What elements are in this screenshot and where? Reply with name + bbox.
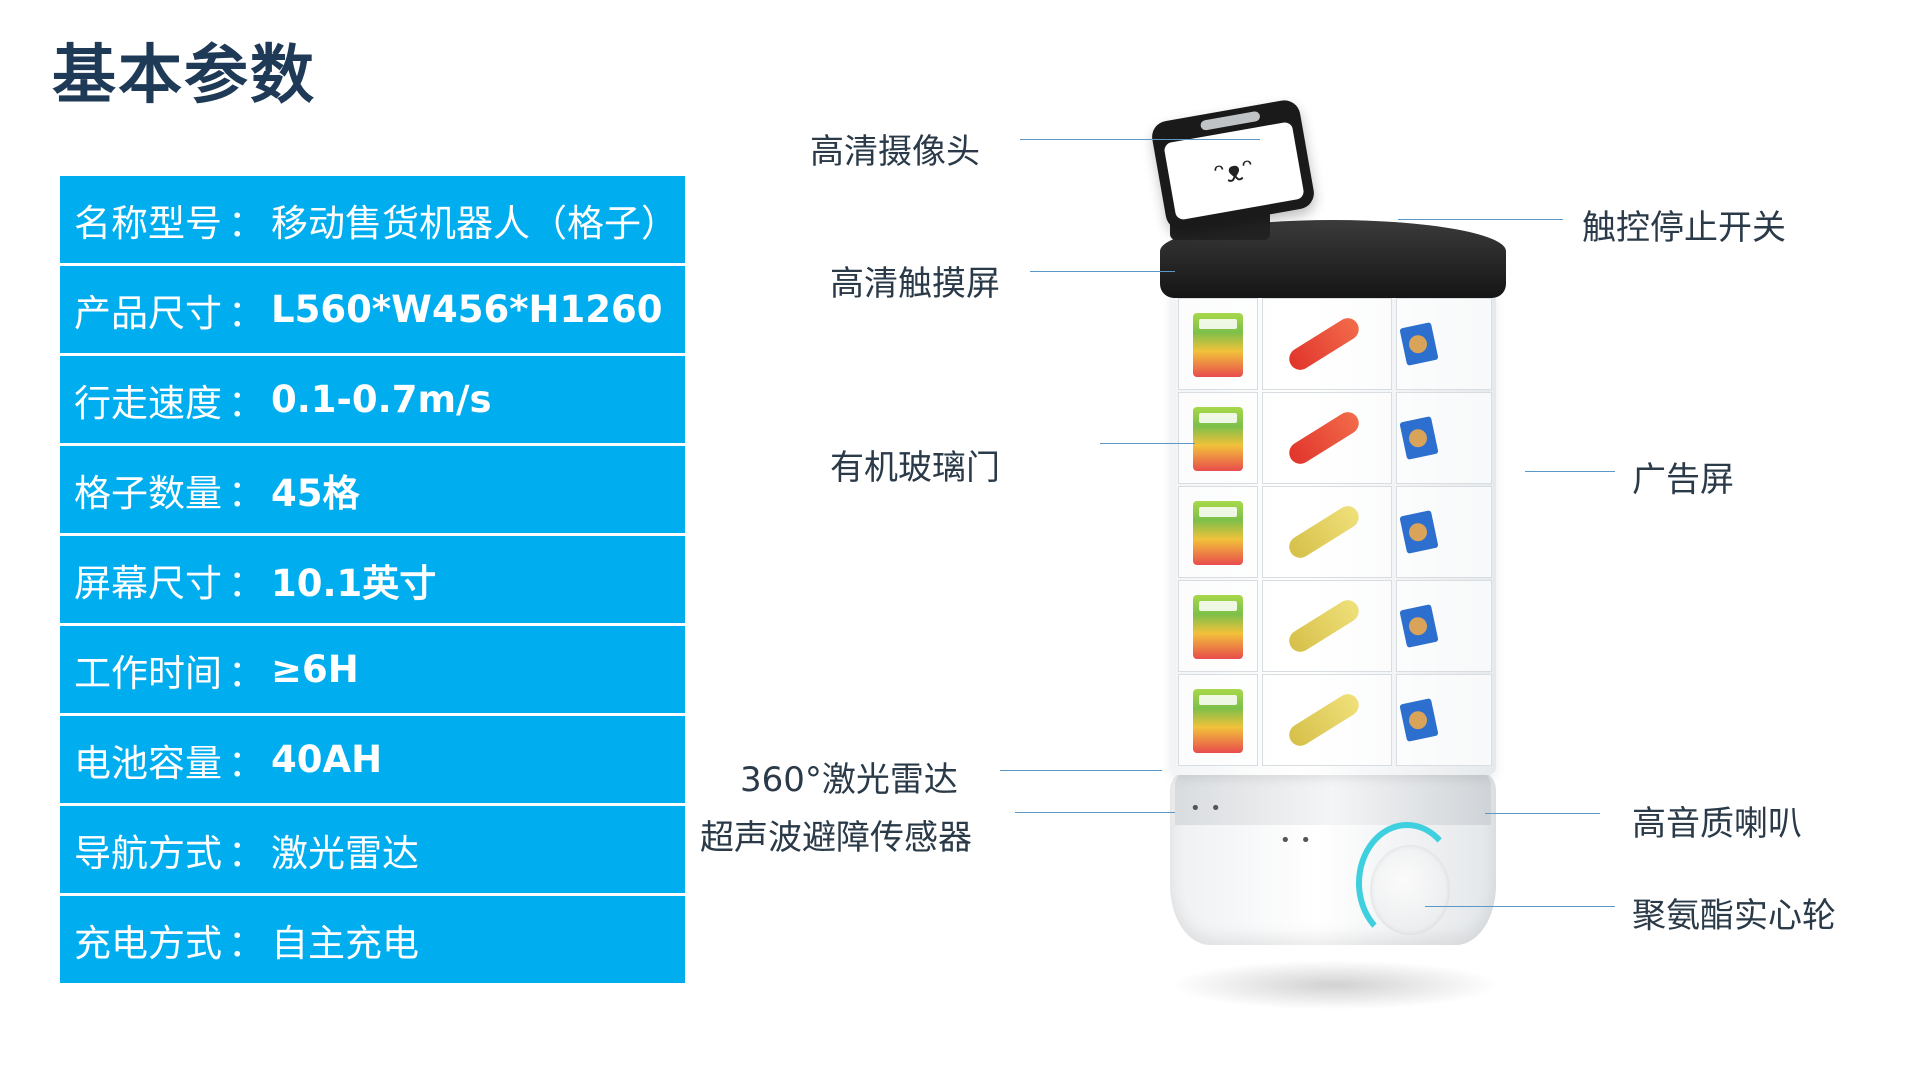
bottle-icon — [1285, 502, 1363, 562]
candy-pack-icon — [1193, 501, 1243, 565]
leader-line — [1485, 813, 1600, 814]
spec-row-charging: 充电方式：自主充电 — [60, 896, 685, 983]
spec-key: 产品尺寸 — [74, 291, 222, 335]
callout-estop: 触控停止开关 — [1582, 208, 1786, 248]
spec-key: 充电方式 — [74, 921, 222, 965]
candy-pack-icon — [1193, 689, 1243, 753]
touch-screen: ᵔᴥᵔ — [1149, 97, 1317, 233]
callout-wheel: 聚氨酯实心轮 — [1632, 896, 1836, 936]
wheel-icon — [1370, 845, 1450, 935]
spec-sep: ： — [228, 561, 265, 605]
spec-key: 格子数量 — [74, 471, 222, 515]
spec-row-worktime: 工作时间：≥6H — [60, 626, 685, 713]
bottle-icon — [1285, 596, 1363, 656]
cookie-pack-icon — [1399, 322, 1439, 366]
spec-sep: ： — [228, 471, 265, 515]
callout-speaker: 高音质喇叭 — [1632, 804, 1802, 844]
cabinet-cell — [1396, 486, 1492, 578]
spec-key: 名称型号 — [74, 201, 222, 245]
cabinet-cell — [1178, 298, 1258, 390]
spec-value: L560*W456*H1260 — [271, 288, 663, 331]
cabinet-cell — [1396, 674, 1492, 766]
cabinet-cell — [1262, 486, 1392, 578]
leader-line — [1398, 219, 1563, 220]
cookie-pack-icon — [1399, 510, 1439, 554]
page-title: 基本参数 — [52, 39, 316, 113]
cabinet-column-middle — [1262, 298, 1392, 768]
spec-sep: ： — [228, 291, 265, 335]
cabinet-cell — [1178, 580, 1258, 672]
bottle-icon — [1285, 690, 1363, 750]
spec-sep: ： — [228, 381, 265, 425]
candy-pack-icon — [1193, 595, 1243, 659]
leader-line — [1015, 812, 1175, 813]
spec-key: 导航方式 — [74, 831, 222, 875]
glass-cabinet — [1170, 290, 1496, 775]
callout-glass-door: 有机玻璃门 — [830, 448, 1000, 488]
spec-value: 激光雷达 — [271, 831, 419, 875]
spec-value: 0.1-0.7m/s — [271, 378, 492, 421]
spec-key: 工作时间 — [74, 651, 222, 695]
cabinet-cell — [1262, 392, 1392, 484]
vending-robot-illustration: • • • • ᵔᴥᵔ — [1130, 97, 1530, 1010]
spec-table: 名称型号：移动售货机器人（格子） 产品尺寸：L560*W456*H1260 行走… — [60, 176, 685, 986]
callout-ad-screen: 广告屏 — [1632, 460, 1734, 500]
spec-value: 40AH — [271, 738, 383, 781]
spec-sep: ： — [228, 741, 265, 785]
sensor-band — [1175, 770, 1491, 825]
wheel-light-ring — [1356, 822, 1458, 944]
spec-sep: ： — [228, 921, 265, 965]
callout-lidar: 360°激光雷达 — [740, 760, 958, 800]
cabinet-cell — [1262, 580, 1392, 672]
callout-touch-screen: 高清触摸屏 — [830, 264, 1000, 304]
cookie-pack-icon — [1399, 698, 1439, 742]
spec-value: 移动售货机器人（格子） — [271, 201, 678, 245]
cabinet-cell — [1262, 674, 1392, 766]
spec-value: 10.1英寸 — [271, 561, 437, 605]
spec-row-speed: 行走速度：0.1-0.7m/s — [60, 356, 685, 443]
spec-row-screen: 屏幕尺寸：10.1英寸 — [60, 536, 685, 623]
leader-line — [1525, 471, 1615, 472]
cabinet-cell — [1178, 486, 1258, 578]
cabinet-cell — [1178, 392, 1258, 484]
cabinet-cell — [1396, 580, 1492, 672]
callout-camera: 高清摄像头 — [810, 132, 980, 172]
spec-value: ≥6H — [271, 648, 359, 691]
bottle-icon — [1285, 408, 1363, 468]
spec-row-size: 产品尺寸：L560*W456*H1260 — [60, 266, 685, 353]
cookie-pack-icon — [1399, 416, 1439, 460]
spec-value: 45格 — [271, 471, 360, 515]
spec-value: 自主充电 — [271, 921, 419, 965]
floor-shadow — [1170, 960, 1500, 1010]
cabinet-cell — [1178, 674, 1258, 766]
spec-row-cells: 格子数量：45格 — [60, 446, 685, 533]
spec-key: 行走速度 — [74, 381, 222, 425]
screen-face: ᵔᴥᵔ — [1163, 121, 1305, 221]
spec-row-battery: 电池容量：40AH — [60, 716, 685, 803]
leader-line — [1020, 139, 1260, 140]
leader-line — [1100, 443, 1195, 444]
spec-sep: ： — [228, 831, 265, 875]
candy-pack-icon — [1193, 407, 1243, 471]
cabinet-column-right — [1396, 298, 1492, 768]
leader-line — [1030, 271, 1175, 272]
callout-ultrasonic: 超声波避障传感器 — [700, 818, 972, 858]
spec-key: 电池容量 — [74, 741, 222, 785]
bottle-icon — [1285, 314, 1363, 374]
sensor-dots-icon: • • — [1190, 798, 1223, 819]
cabinet-cell — [1396, 298, 1492, 390]
cabinet-cell — [1396, 392, 1492, 484]
spec-row-model: 名称型号：移动售货机器人（格子） — [60, 176, 685, 263]
spec-row-navigation: 导航方式：激光雷达 — [60, 806, 685, 893]
leader-line — [1000, 770, 1162, 771]
cabinet-column-left — [1178, 298, 1258, 768]
leader-line — [1425, 906, 1615, 907]
cookie-pack-icon — [1399, 604, 1439, 648]
cabinet-cell — [1262, 298, 1392, 390]
candy-pack-icon — [1193, 313, 1243, 377]
sensor-dots-icon: • • — [1280, 830, 1313, 851]
spec-key: 屏幕尺寸 — [74, 561, 222, 605]
spec-sep: ： — [228, 651, 265, 695]
spec-sep: ： — [228, 201, 265, 245]
